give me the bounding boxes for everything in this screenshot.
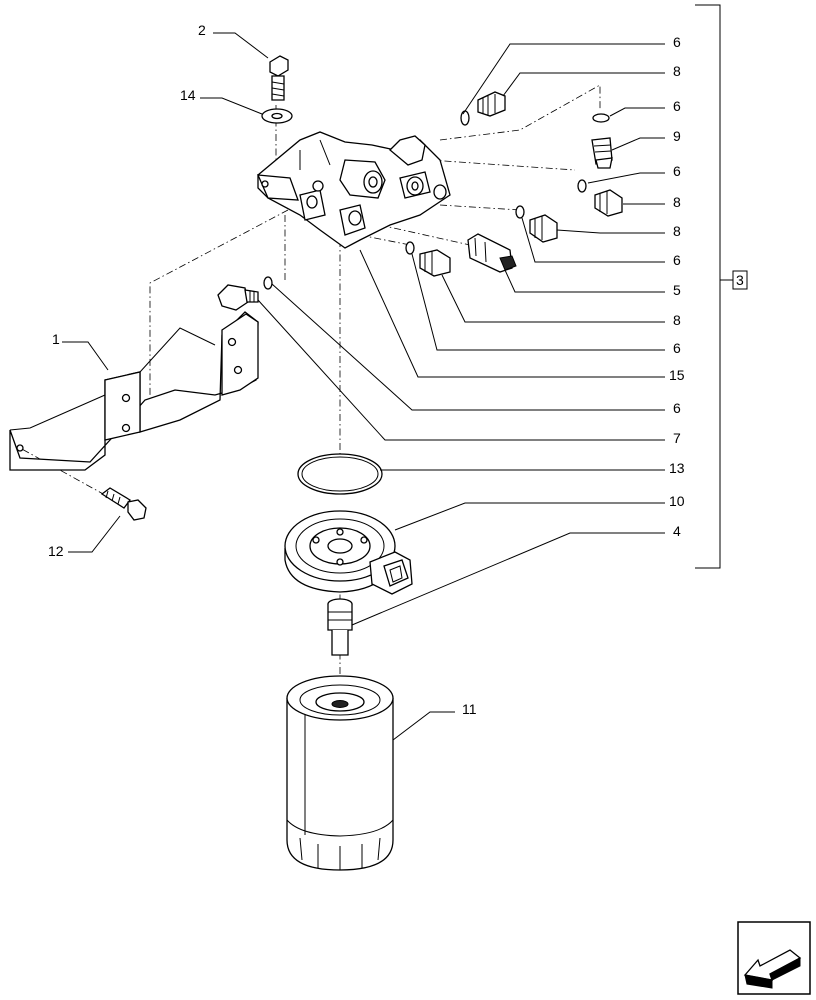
arrow-back-icon[interactable] (737, 921, 811, 995)
callout-8: 8 (673, 63, 681, 79)
callout-2: 2 (198, 22, 206, 38)
oring-left (405, 241, 415, 255)
center-lines (19, 84, 601, 700)
plug-7 (217, 284, 259, 311)
callout-4: 4 (673, 523, 681, 539)
callout-11: 11 (462, 701, 477, 717)
callout-7: 7 (673, 430, 681, 446)
fitting-right-a (594, 189, 623, 217)
screw-top (269, 55, 289, 101)
callout-5: 5 (673, 282, 681, 298)
callout-6: 6 (673, 98, 681, 114)
sensor-fitting-9 (591, 137, 613, 169)
callout-14: 14 (180, 87, 196, 103)
callout-10: 10 (669, 493, 685, 509)
callout-labels: 2 14 6 8 6 9 6 8 8 6 5 8 6 15 6 7 13 10 … (48, 22, 744, 717)
callout-6: 6 (673, 340, 681, 356)
oring-lower (515, 205, 525, 219)
mounting-bracket (9, 311, 259, 471)
callout-3: 3 (736, 272, 744, 288)
adapter-nipple (327, 598, 353, 656)
callout-6: 6 (673, 163, 681, 179)
washer-top (261, 108, 293, 124)
oring-right-top (592, 113, 610, 123)
callout-13: 13 (669, 460, 685, 476)
fitting-right-b (529, 214, 558, 243)
heater-plate (284, 510, 413, 595)
screw-bracket (100, 487, 147, 521)
callout-1: 1 (52, 331, 60, 347)
callout-12: 12 (48, 543, 64, 559)
callout-8: 8 (673, 223, 681, 239)
callout-15: 15 (669, 367, 685, 383)
fuel-filter-cartridge (286, 675, 394, 871)
callout-9: 9 (673, 128, 681, 144)
gasket-ring (297, 453, 383, 495)
callout-8: 8 (673, 194, 681, 210)
pressure-switch (467, 233, 517, 273)
fitting-top (460, 91, 506, 126)
oring-mid (577, 179, 587, 193)
callout-6: 6 (673, 34, 681, 50)
group-bracket (695, 4, 748, 569)
fitting-lower (419, 249, 451, 277)
oring-plug (263, 276, 273, 290)
callout-6: 6 (673, 400, 681, 416)
callout-8: 8 (673, 312, 681, 328)
filter-head-housing (256, 131, 451, 249)
callout-6: 6 (673, 252, 681, 268)
leader-lines (62, 32, 665, 741)
